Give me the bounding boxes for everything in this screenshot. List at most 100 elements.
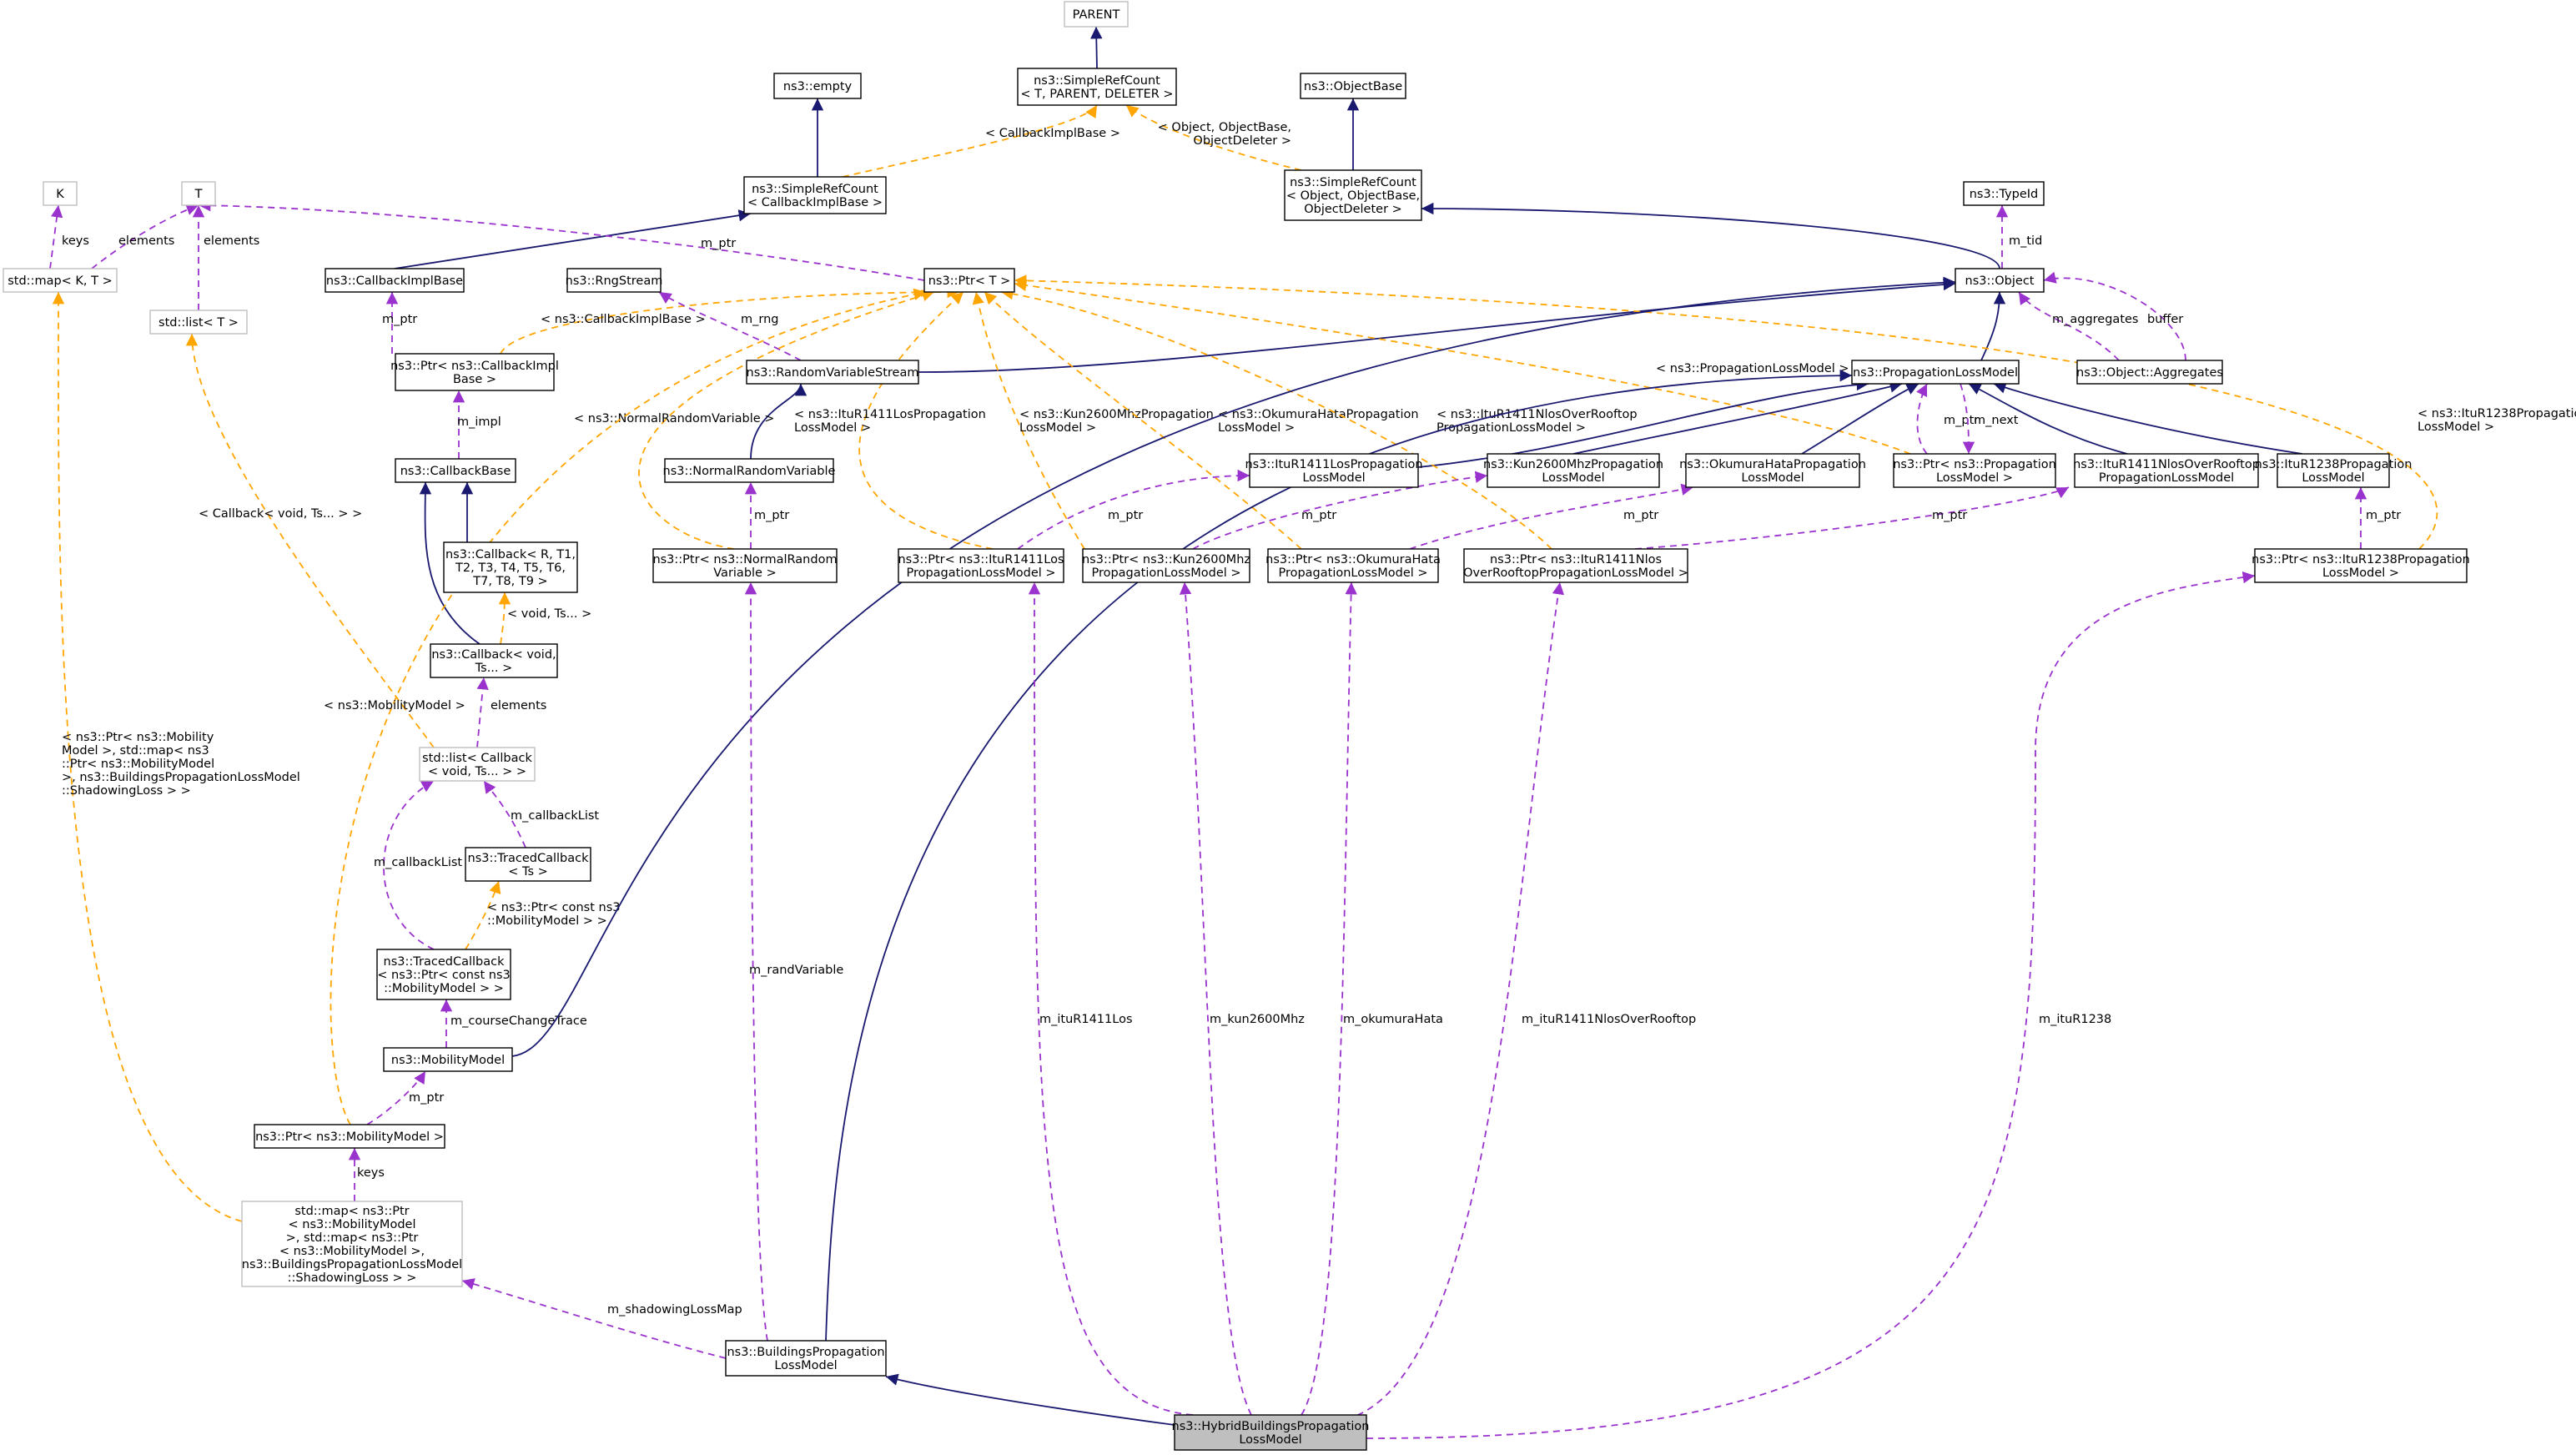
edge-label-objTpl: < Object, ObjectBase,ObjectDeleter > [1158, 121, 1291, 148]
edge-mapshadow-bplm: m_shadowingLossMap [461, 1278, 742, 1359]
edge-label-mshadowing: m_shadowingLossMap [607, 1303, 742, 1317]
edge-object-plm [1980, 291, 2006, 361]
edge-ptrt-normal: < ns3::NormalRandomVariable > [574, 289, 935, 550]
node-cbImplBase[interactable]: ns3::CallbackImplBase [325, 268, 465, 293]
edge-tracedcbmob-mob: m_courseChangeTrace [440, 999, 587, 1048]
edge-label-mptrPlm: m_ptr [1944, 414, 1979, 427]
edge-aggr-object: buffer [2043, 271, 2186, 361]
node-plm[interactable]: ns3::PropagationLossModel [1851, 360, 2020, 385]
node-cbBase[interactable]: ns3::CallbackBase [395, 458, 516, 483]
edge-ptrplm-plm: m_next [1960, 383, 2019, 455]
node-box [1487, 453, 1660, 488]
edge-line-inherit [1090, 26, 1103, 69]
node-mobility[interactable]: ns3::MobilityModel [383, 1047, 513, 1072]
edge-label-mptrKun: m_ptr [1301, 509, 1336, 522]
node-box [3, 268, 118, 293]
node-normalRv[interactable]: ns3::NormalRandomVariable [663, 458, 836, 483]
edge-label-cbVoidTpl: < Callback< void, Ts... > > [199, 507, 362, 521]
node-cbVoid[interactable]: ns3::Callback< void,Ts... > [430, 643, 558, 678]
edge-line-template [465, 880, 501, 950]
node-box [43, 181, 78, 206]
node-srcT[interactable]: ns3::SimpleRefCount< T, PARENT, DELETER … [1017, 68, 1177, 106]
edge-line-member [1192, 471, 1488, 550]
node-objectBase[interactable]: ns3::ObjectBase [1300, 73, 1406, 99]
node-box [465, 847, 591, 882]
edge-ptrt-ptrcbimpl: < ns3::CallbackImplBase > [500, 285, 960, 355]
edge-object-aggr: m_aggregates [2018, 291, 2138, 361]
node-srcObj[interactable]: ns3::SimpleRefCount< Object, ObjectBase,… [1284, 169, 1422, 221]
edge-plm-ptrplm: m_ptr [1916, 383, 1979, 455]
edge-line-member [1179, 581, 1252, 1416]
node-rngStream[interactable]: ns3::RngStream [566, 268, 663, 293]
node-box [1851, 360, 2020, 385]
edge-label-mtid: m_tid [2009, 234, 2042, 248]
edge-label-mOku: m_okumuraHata [1343, 1013, 1443, 1026]
node-object[interactable]: ns3::Object [1955, 268, 2045, 293]
edge-line-inherit [1968, 383, 2128, 455]
node-T[interactable]: T [181, 181, 216, 206]
edge-label-mItu1238: m_ituR1238 [2039, 1013, 2111, 1026]
node-box [746, 360, 919, 385]
node-typeId[interactable]: ns3::TypeId [1963, 181, 2045, 206]
node-tracedCbMob[interactable]: ns3::TracedCallback< ns3::Ptr< const ns3… [376, 949, 511, 1000]
edge-line-member [1960, 383, 1975, 455]
node-box [325, 268, 465, 293]
node-box [395, 353, 555, 391]
node-label-srcObj: ns3::SimpleRefCount< Object, ObjectBase,… [1286, 176, 1420, 216]
node-srcCb[interactable]: ns3::SimpleRefCount< CallbackImplBase > [743, 176, 887, 214]
node-ptrT[interactable]: ns3::Ptr< T > [923, 268, 1015, 293]
edge-line-member [1334, 581, 1564, 1422]
node-box [443, 541, 578, 593]
node-mapShadow[interactable]: std::map< ns3::Ptr< ns3::MobilityModel>,… [241, 1201, 463, 1287]
edge-ptrnormal-bplm: m_randVariable [744, 581, 843, 1342]
node-box [1685, 453, 1860, 488]
edge-line-template [185, 333, 435, 748]
node-ptrMobility[interactable]: ns3::Ptr< ns3::MobilityModel > [254, 1124, 445, 1149]
node-box [1963, 181, 2045, 206]
edge-srct-srcobj: < Object, ObjectBase,ObjectDeleter > [1125, 104, 1302, 171]
edge-label-mcourseChange: m_courseChangeTrace [450, 1014, 587, 1028]
node-list[interactable]: std::list< T > [149, 310, 248, 335]
edge-label-elementsCb: elements [491, 699, 546, 712]
node-aggregates[interactable]: ns3::Object::Aggregates [2076, 360, 2223, 385]
node-tracedCb[interactable]: ns3::TracedCallback< Ts > [465, 847, 591, 882]
node-empty[interactable]: ns3::empty [773, 73, 862, 99]
node-listCb[interactable]: std::list< Callback< void, Ts... > > [419, 747, 536, 782]
edge-line-member [1028, 581, 1194, 1416]
node-parent[interactable]: PARENT [1064, 1, 1129, 28]
edge-line-member [1301, 581, 1357, 1416]
edge-line-inherit [1572, 380, 1903, 455]
node-box [898, 548, 1064, 583]
node-label-ptrMobility: ns3::Ptr< ns3::MobilityModel > [255, 1130, 444, 1144]
edge-listcb-tracedcb: m_callbackList [483, 780, 599, 848]
node-label-ptrT: ns3::Ptr< T > [928, 274, 1011, 288]
edge-line-member [1634, 486, 2070, 550]
node-box [1064, 1, 1129, 28]
node-map[interactable]: std::map< K, T > [3, 268, 118, 293]
edge-srccb-cbimpl [394, 209, 752, 269]
node-rvs[interactable]: ns3::RandomVariableStream [746, 360, 919, 385]
node-K[interactable]: K [43, 181, 78, 206]
node-cbR[interactable]: ns3::Callback< R, T1,T2, T3, T4, T5, T6,… [443, 541, 578, 593]
